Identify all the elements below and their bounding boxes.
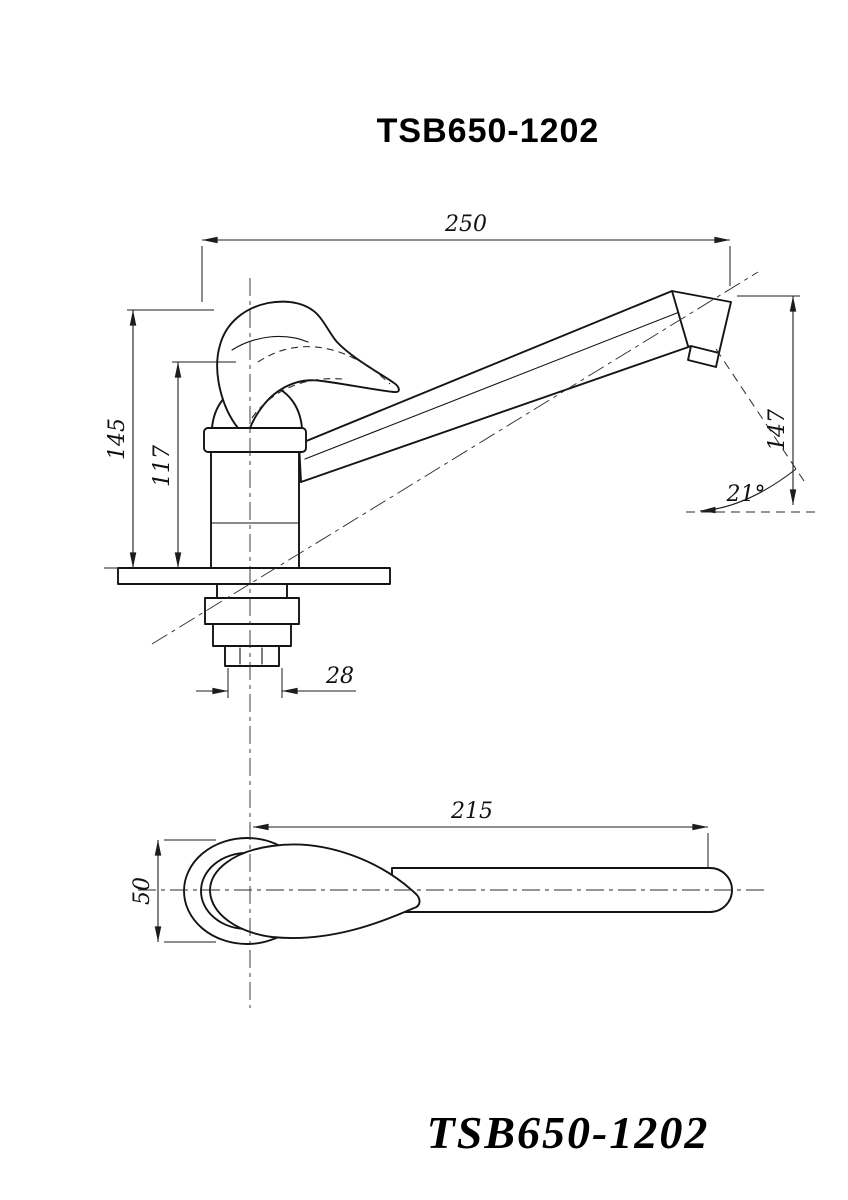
dim-label-145: 145: [105, 418, 130, 460]
dim-label-215: 215: [450, 799, 493, 824]
dim-label-117: 117: [150, 445, 175, 487]
dimension-reach-215: 215: [252, 799, 709, 868]
drawing-title: TSB650-1202: [377, 112, 600, 150]
side-view: [117, 290, 732, 667]
lever-handle: [216, 300, 400, 429]
spout-axis-centerline: [151, 271, 759, 645]
centerlines: [138, 271, 768, 1008]
dimension-spout-147: 147: [737, 295, 800, 506]
dimension-height-145: 145: [104, 309, 214, 569]
dim-label-50: 50: [130, 877, 155, 905]
dimension-width-50: 50: [130, 839, 216, 943]
dim-label-21deg: 21°: [726, 482, 766, 507]
dim-label-147: 147: [765, 409, 790, 451]
dimension-shank-28: 28: [196, 664, 356, 698]
dim-label-28: 28: [325, 664, 354, 689]
dimension-length-250: 250: [201, 212, 731, 302]
plan-lever-teardrop: [209, 843, 421, 939]
footer-model-label: TSB650-1202: [427, 1107, 710, 1158]
dimension-height-117: 117: [150, 361, 236, 569]
mounting-shank: [204, 583, 300, 667]
top-view: [183, 837, 733, 945]
dim-label-250: 250: [444, 212, 487, 237]
dimension-angle-21: 21°: [686, 348, 818, 514]
